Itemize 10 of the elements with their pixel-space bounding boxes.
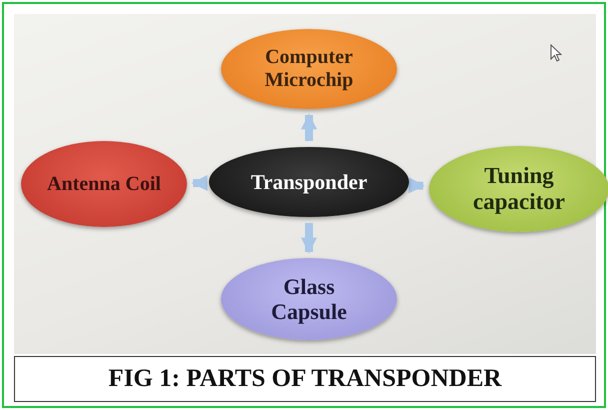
arrow <box>301 113 317 141</box>
arrow <box>301 223 317 254</box>
arrow <box>191 175 208 191</box>
node-label: Transponder <box>250 170 368 194</box>
arrow <box>408 177 425 194</box>
node-label: Tuning capacitor <box>472 162 566 216</box>
node-label: Computer Microchip <box>264 46 354 92</box>
figure-caption: FIG 1: PARTS OF TRANSPONDER <box>14 356 596 402</box>
node-label: Antenna Coil <box>47 172 161 196</box>
node-label: Glass Capsule <box>270 274 348 324</box>
